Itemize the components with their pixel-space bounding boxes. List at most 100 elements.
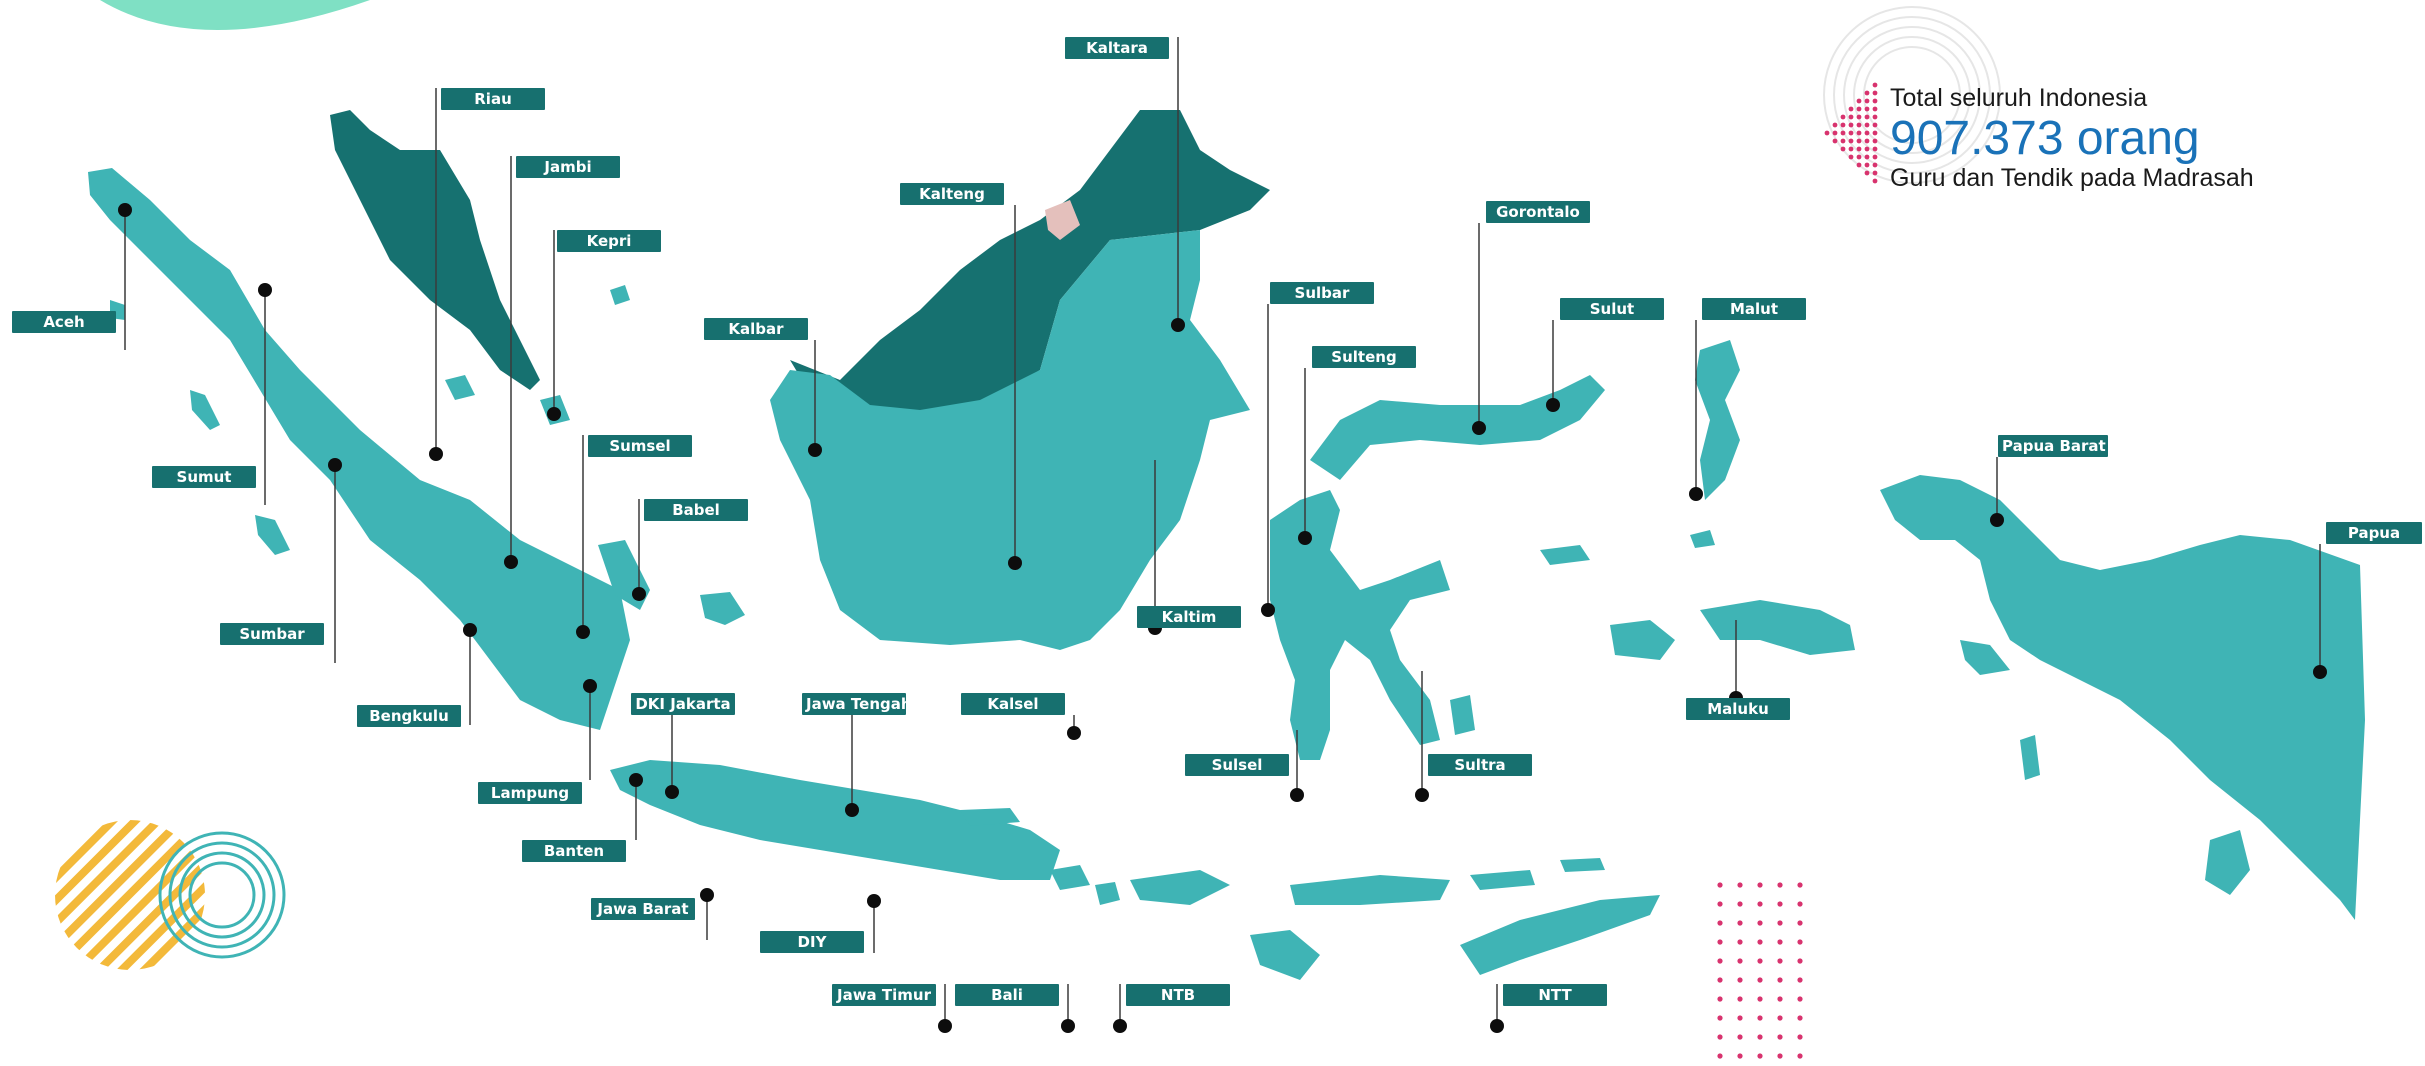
malay-peninsula [330,110,540,390]
pink-dot [1777,996,1783,1002]
pink-dot [1848,106,1854,112]
pink-dot [1864,122,1870,128]
flores-island [1290,875,1450,905]
marker-lampung [583,679,597,693]
pink-dot [1737,996,1743,1002]
marker-sulbar [1261,603,1275,617]
pink-dot [1864,162,1870,168]
dolak-island [2205,830,2250,895]
label-banten: Banten [522,840,626,862]
marker-sulut [1546,398,1560,412]
pink-dot [1864,114,1870,120]
pink-dot [1872,162,1878,168]
marker-papua-barat [1990,513,2004,527]
pink-dot [1737,977,1743,983]
pink-dot [1757,1015,1763,1021]
pink-dot [1872,122,1878,128]
pink-dot [1840,114,1846,120]
pink-dot [1872,98,1878,104]
alor-islands [1470,858,1605,890]
pink-dot [1856,122,1862,128]
marker-riau [429,447,443,461]
pink-dot [1737,901,1743,907]
pink-dot [1856,162,1862,168]
pink-dot [1777,1034,1783,1040]
label-riau: Riau [441,88,545,110]
land-shapes [88,110,2365,980]
rings-decoration [1823,6,2001,184]
pink-dot [1757,958,1763,964]
pink-dot [1717,958,1723,964]
pink-dot [1797,939,1803,945]
pink-dot [1848,130,1854,136]
sumba-island [1250,930,1320,980]
label-babel: Babel [644,499,748,521]
total-title: Total seluruh Indonesia [1890,84,2148,112]
pink-dot [1864,98,1870,104]
pink-dot [1872,130,1878,136]
pink-dot [1872,138,1878,144]
label-sumut: Sumut [152,466,256,488]
sumatra-island [88,168,630,730]
brunei-sabah-border [1045,200,1080,240]
label-bengkulu: Bengkulu [357,705,461,727]
province-markers [118,203,2327,1033]
pink-dot [1832,130,1838,136]
marker-jambi [504,555,518,569]
pink-dot [1717,977,1723,983]
pink-dot [1856,114,1862,120]
label-jambi: Jambi [516,156,620,178]
pink-dot [1864,154,1870,160]
pink-dot [1872,90,1878,96]
pink-dot [1737,939,1743,945]
java-island [610,760,1060,880]
pink-dot [1737,920,1743,926]
pink-dot [1872,170,1878,176]
pink-dot [1840,146,1846,152]
label-sulteng: Sulteng [1312,346,1416,368]
marker-ntt [1490,1019,1504,1033]
marker-sulteng [1298,531,1312,545]
buton-island [1450,695,1475,735]
pink-dot [1717,920,1723,926]
borneo-north [790,110,1270,420]
pink-dot [1848,114,1854,120]
pink-dot [1856,106,1862,112]
label-jawa-timur: Jawa Timur [832,984,936,1006]
marker-papua [2313,665,2327,679]
pink-dot [1777,920,1783,926]
seram-island [1700,600,1855,655]
pink-dot [1737,882,1743,888]
label-leader-lines [124,37,2321,1026]
marker-kalsel [1067,726,1081,740]
pink-dot [1864,146,1870,152]
pink-dot [1777,901,1783,907]
label-kalteng: Kalteng [900,183,1004,205]
pink-dot [1737,958,1743,964]
pink-dot [1797,882,1803,888]
lombok-island [1095,882,1120,905]
pink-dot [1737,1015,1743,1021]
marker-jawa-timur [938,1019,952,1033]
pink-dot [1832,138,1838,144]
pink-dot [1757,996,1763,1002]
label-sumbar: Sumbar [220,623,324,645]
pink-dot [1832,122,1838,128]
pink-dot [1864,138,1870,144]
pink-dot [1717,1053,1723,1059]
new-guinea [1880,475,2365,920]
pink-dot [1872,146,1878,152]
pink-dot [1757,901,1763,907]
total-value: 907.373 orang [1890,112,2200,165]
pink-dot [1872,82,1878,88]
pink-dot [1777,958,1783,964]
pink-dot [1737,1034,1743,1040]
pink-dot [1856,98,1862,104]
marker-aceh [118,203,132,217]
marker-bali [1061,1019,1075,1033]
marker-kepri [547,407,561,421]
marker-jawa-barat [700,888,714,902]
marker-kaltara [1171,318,1185,332]
marker-jawa-tengah [845,803,859,817]
sulawesi-body [1270,490,1450,760]
